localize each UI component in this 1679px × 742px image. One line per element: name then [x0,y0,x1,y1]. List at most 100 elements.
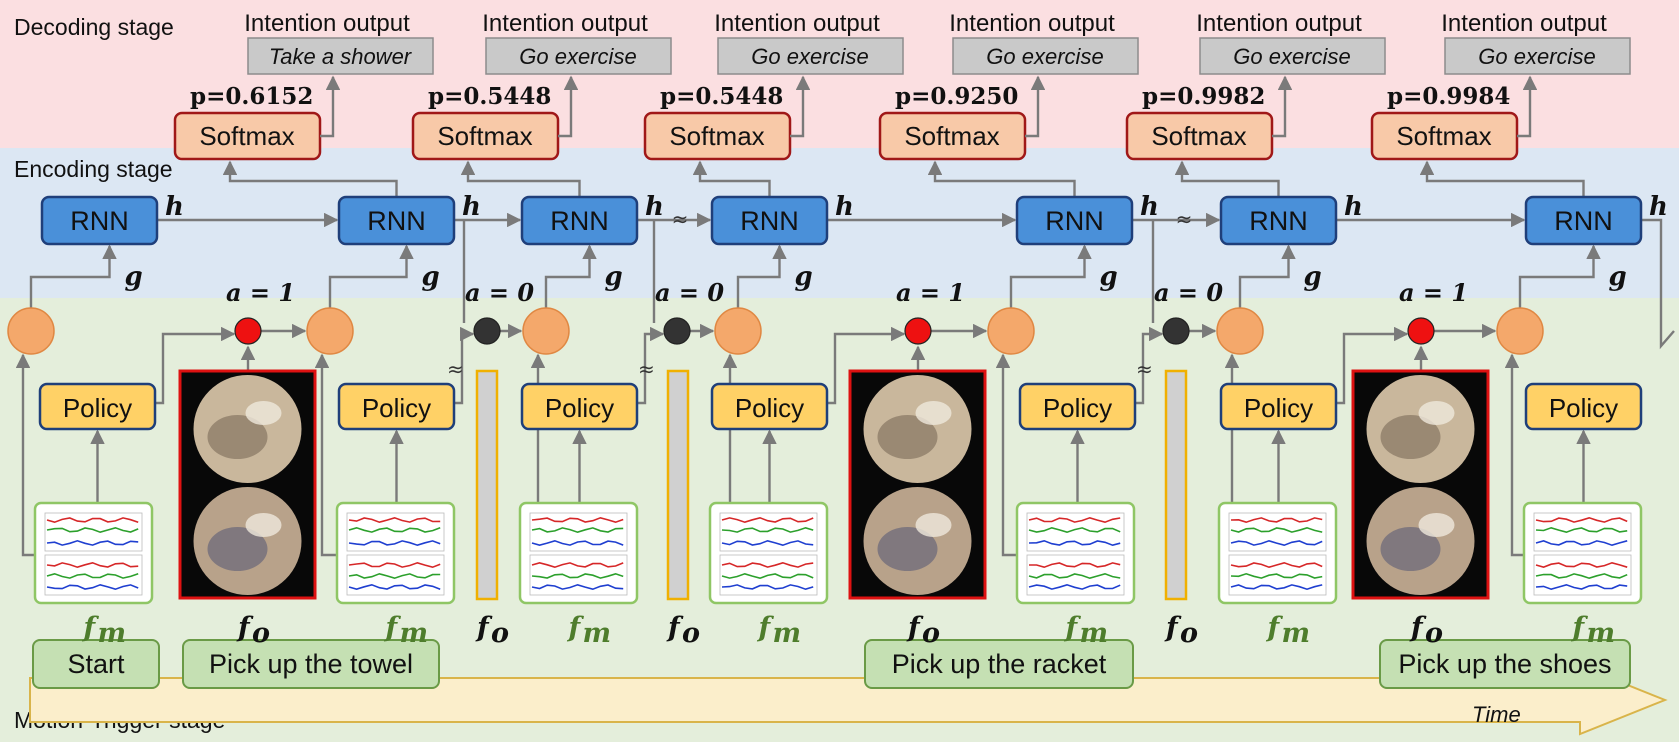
rnn-cell-2: RNN [337,195,456,246]
probability-label: p=0.9250 [895,83,1018,110]
motion-signal-trace [1230,572,1323,579]
trigger-node-off [1162,317,1190,345]
rnn-cell-3: RNN [520,195,639,246]
rnn-box [1524,195,1643,246]
policy-4: Policy [710,382,829,431]
motion-subplot [346,512,445,552]
combined-feature-label: g [795,262,813,292]
trigger-action-label: a = 1 [1399,278,1468,307]
policy-to-trigger-arrow [155,326,236,405]
motion-signal-trace [531,527,624,534]
intention-title: Intention output [714,10,880,37]
hand-region [1380,527,1441,571]
rnn-box [520,195,639,246]
intention-title: Intention output [482,10,648,37]
motion-signal-trace [348,526,441,533]
intention-output-box [1444,37,1631,75]
intention-title: Intention output [1196,10,1362,37]
object-feature-subscript: o [491,618,509,649]
hand-region [207,415,268,459]
intention-title: Intention output [949,10,1115,37]
combined-feature-label: g [422,262,440,292]
policy-label: Policy [63,393,132,423]
action-start: Start [32,639,160,689]
motion-signal-trace [531,572,624,579]
probability-label: p=0.5448 [428,83,551,110]
motion-signal-trace [531,516,624,524]
intention-title: Intention output [1441,10,1607,37]
rnn-label: RNN [1554,206,1613,236]
policy-label: Policy [1549,393,1618,423]
motion-feature-label: f [567,612,585,643]
motion-feature-chart [335,501,456,605]
skipped-object-feature [1164,369,1188,601]
motion-feature-subscript: m [98,618,127,649]
rnn-label: RNN [1045,206,1104,236]
trigger-node-on [234,317,262,345]
motion-signal-trace [348,583,441,591]
motion-signal-trace [721,572,814,580]
encoding-stage-band [0,148,1679,298]
softmax-label: Softmax [1151,121,1246,151]
softmax-label: Softmax [904,121,999,151]
combined-feature-arrow [29,244,117,308]
motion-signal-trace [1535,561,1628,568]
object-region [245,401,282,425]
policy-7: Policy [1524,382,1643,431]
object-region [915,513,952,537]
combined-feature-arrow [736,244,787,308]
combined-feature-arrow [544,244,597,308]
rnn-box [40,195,159,246]
softmax-to-output-arrow [790,75,811,138]
policy-to-trigger-arrow [1135,326,1164,405]
softmax-label: Softmax [669,121,764,151]
object-feature-subscript: o [922,618,940,649]
motion-signal-trace [721,516,814,524]
motion-subplot [719,554,818,596]
motion-feature-label: f [1571,612,1589,643]
combined-feature-arrow [328,244,414,308]
rnn-box [1219,195,1338,246]
feature-combiner-node [306,307,354,355]
motion-signal-trace [1535,583,1628,591]
combined-feature-arrow [1518,244,1601,308]
motion-feature-chart [518,501,639,605]
hidden-state-label: h [1344,192,1363,222]
sequence-break-mark: ≈ [1176,207,1193,231]
hand-region [207,527,268,571]
motion-feature-subscript: m [400,618,429,649]
softmax-to-output-arrow [320,75,341,138]
trigger-node-off [663,317,691,345]
object-feature-subscript: o [252,618,270,649]
hand-region [1380,415,1441,459]
motion-feature-label: f [757,612,775,643]
object-feature-label: f [906,612,924,643]
rnn-to-softmax-arrow [460,160,581,197]
policy-to-trigger-arrow [827,326,906,405]
hidden-state-label: h [462,192,481,222]
skip-break-mark: ≈ [638,357,655,381]
motion-feature-label: f [1064,612,1082,643]
rnn-cell-4: RNN [710,195,829,246]
rnn-cell-7: RNN [1524,195,1643,246]
rnn-label: RNN [1249,206,1308,236]
rnn-box [710,195,829,246]
egocentric-frame [848,369,987,600]
motion-signal-trace [1230,539,1323,547]
motion-subplot [1533,554,1632,596]
motion-signal-trace [1230,517,1323,524]
motion-feature-label: f [384,612,402,643]
object-region [1418,401,1455,425]
motion-to-combiner-arrow [1504,353,1524,557]
policy-box [710,382,829,431]
motion-subplot [1228,554,1327,596]
rnn-cell-1: RNN [40,195,159,246]
combined-feature-label: g [605,262,623,292]
feature-combiner-node [1216,307,1264,355]
feature-combiner-node [987,307,1035,355]
combined-feature-label: g [1100,262,1118,292]
motion-feature-subscript: m [583,618,612,649]
